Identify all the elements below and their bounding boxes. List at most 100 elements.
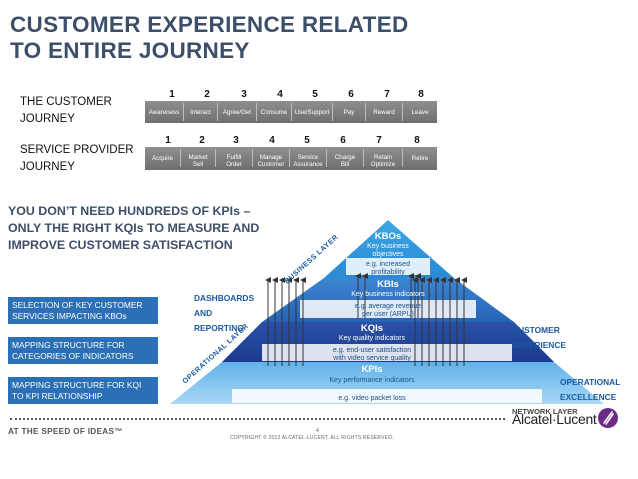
provider-step-number: 6 [340,135,346,146]
kqi-kpi-mapping-box-line-1: MAPPING STRUCTURE FOR KQI [12,380,142,390]
categories-mapping-box-line-1: MAPPING STRUCTURE FOR [12,340,125,350]
footer-divider [10,418,505,420]
kbo-example-band [346,258,430,275]
step-divider [256,103,257,121]
selection-box: SELECTION OF KEY CUSTOMER SERVICES IMPAC… [8,297,158,324]
customer-step-number: 4 [277,89,283,100]
kbi-desc: Key business indicators [351,291,425,298]
selection-box-line-1: SELECTION OF KEY CUSTOMER [12,300,143,310]
step-divider [402,103,403,121]
page-title-line-1: CUSTOMER EXPERIENCE RELATED [10,12,409,37]
logo-swirl-icon [603,411,614,425]
customer-step-use-support: Use/Support [294,108,330,116]
categories-mapping-box: MAPPING STRUCTURE FOR CATEGORIES OF INDI… [8,337,158,364]
page-title: CUSTOMER EXPERIENCE RELATED TO ENTIRE JO… [10,12,430,64]
categories-mapping-box-line-2: CATEGORIES OF INDICATORS [12,351,134,361]
kpi-desc: Key performance indicators [329,377,415,384]
provider-journey-label-line-1: SERVICE PROVIDER [20,144,134,156]
provider-journey-label: SERVICE PROVIDER JOURNEY [20,142,145,176]
step-divider [252,149,253,167]
customer-journey-label-line-1: THE CUSTOMER [20,96,112,108]
step-divider [291,103,292,121]
upward-arrows [265,273,467,366]
dashboards-label-line-2: AND [194,308,213,318]
provider-step-service-assurance: Service Assurance [290,147,326,170]
customer-step-leave: Leave [411,108,429,116]
kpi-subheading: YOU DON’T NEED HUNDREDS OF KPIs – ONLY T… [8,203,308,254]
step-divider [215,149,216,167]
kqi-example-1: e.g. end-user satisfaction [333,347,411,354]
customer-step-agree-get: Agree/Get [222,108,252,116]
dashboards-label: DASHBOARDS AND REPORTING [194,291,254,336]
provider-step-text: Charge [334,154,356,161]
page-number: 4 [316,428,319,434]
provider-step-number: 1 [165,135,171,146]
dashboards-label-line-1: DASHBOARDS [194,293,255,303]
kbi-example-band [300,300,476,318]
customer-journey-label-line-2: JOURNEY [20,113,75,125]
provider-step-text: Assurance [293,161,323,168]
customer-step-interact: Interact [190,108,211,116]
provider-step-number: 8 [414,135,420,146]
kqi-example-2: with video service quality [332,355,411,362]
provider-step-fulfill-order: Fulfill Order [216,147,252,170]
provider-step-text: Service [297,154,319,161]
customer-step-number: 6 [348,89,354,100]
kpi-example-band [232,389,542,403]
provider-step-text: Order [226,161,242,168]
customer-step-number: 2 [204,89,210,100]
operational-excellence-label-line-1: OPERATIONAL [560,377,621,387]
kbi-example-2: per user (ARPU) [362,311,414,318]
step-divider [332,103,333,121]
provider-step-retire: Retire [403,147,437,170]
provider-step-text: Fulfill [226,154,242,161]
customer-step-number: 8 [418,89,424,100]
customer-step-pay: Pay [343,108,355,116]
provider-step-number: 2 [199,135,205,146]
provider-step-retire-text: Retire [411,155,429,162]
provider-step-text: Sell [192,161,204,168]
provider-step-charge-bill: Charge Bill [327,147,363,170]
customer-step-number: 3 [241,89,247,100]
operational-excellence-label-line-2: EXCELLENCE [560,392,617,402]
provider-step-number: 7 [376,135,382,146]
provider-step-text: Retain [374,154,392,161]
provider-step-market-sell: Market Sell [181,147,215,170]
kbo-head: KBOs [375,231,401,242]
selection-box-line-2: SERVICES IMPACTING KBOs [12,311,127,321]
customer-experience-label: CUSTOMER EXPERIENCE [512,323,566,353]
kpi-head: KPIs [361,364,382,375]
customer-step-number: 1 [169,89,175,100]
dashboards-label-line-3: REPORTING [194,323,244,333]
kqi-head: KQIs [361,323,383,334]
customer-step-number: 5 [312,89,318,100]
kqi-kpi-mapping-box-line-2: TO KPI RELATIONSHIP [12,391,103,401]
provider-step-retain-optimize: Retain Optimize [364,147,402,170]
provider-step-text: Optimize [370,161,396,168]
step-divider [180,149,181,167]
customer-experience-label-line-1: CUSTOMER [512,325,560,335]
step-divider [402,149,403,167]
provider-journey-label-line-2: JOURNEY [20,161,75,173]
customer-journey-label: THE CUSTOMER JOURNEY [20,94,145,128]
kpi-subheading-line-3: IMPROVE CUSTOMER SATISFACTION [8,238,233,252]
kbi-example-1: e.g. average revenue [355,303,421,310]
kbi-head: KBIs [377,279,399,290]
provider-journey-bar: 1 2 3 4 5 6 7 8 Acquire Market Sell Fulf… [145,135,437,170]
provider-step-acquire: Acquire [145,147,180,170]
step-divider [365,103,366,121]
kbo-example-2: profitability [371,269,405,276]
copyright-text: COPYRIGHT © 2012 ALCATEL-LUCENT. ALL RIG… [230,435,394,441]
kpi-subheading-line-1: YOU DON’T NEED HUNDREDS OF KPIs – [8,204,251,218]
kbo-desc-2: objectives [372,251,404,258]
step-divider [217,103,218,121]
provider-step-text: Manage [259,154,283,161]
company-logo-icon [598,408,618,428]
kbo-desc-1: Key business [367,243,409,250]
kpi-subheading-line-2: ONLY THE RIGHT KQIs TO MEASURE AND [8,221,260,235]
step-divider [326,149,327,167]
kbo-example-1: e.g. increased [366,261,410,268]
provider-step-acquire-text: Acquire [152,155,173,162]
customer-step-consume: Consume [260,108,288,116]
